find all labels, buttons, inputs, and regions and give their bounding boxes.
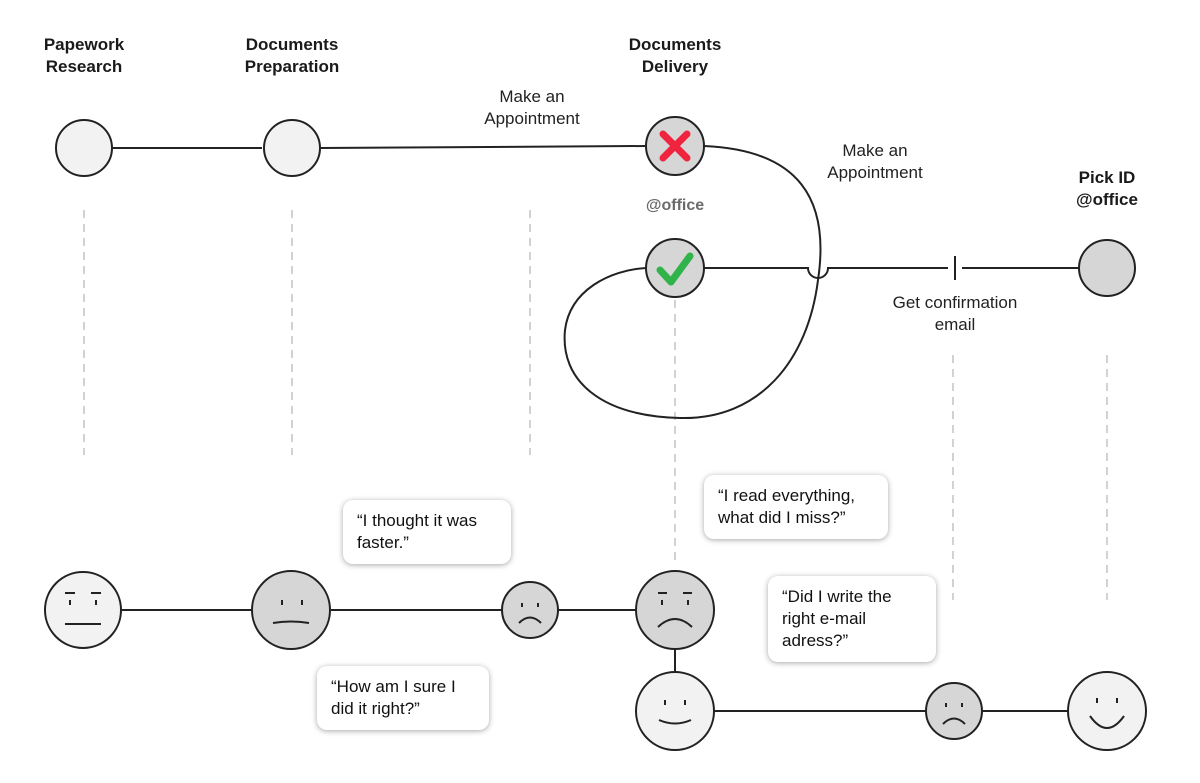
emotion-path — [121, 609, 1068, 712]
path-segment — [704, 267, 948, 279]
x-mark-icon — [659, 130, 691, 162]
smiling-face-icon — [635, 671, 715, 751]
quote-bubble-read: “I read everything, what did I miss?” — [704, 475, 888, 539]
sad-face-icon — [635, 570, 715, 650]
neutral-face-icon — [251, 570, 331, 650]
stage-node-delivery-success — [645, 238, 705, 298]
happy-face-icon — [1067, 671, 1147, 751]
path-segment — [319, 145, 647, 149]
connection-label-appointment: Make an Appointment — [484, 87, 580, 128]
stage-node-pickid — [1078, 239, 1136, 297]
sad-face-icon — [501, 581, 559, 639]
journey-path — [112, 145, 1078, 420]
stage-node-preparation — [263, 119, 321, 177]
check-mark-icon — [656, 252, 694, 286]
stage-title-preparation: Documents Preparation — [244, 35, 340, 76]
stage-title-pickid: Pick ID @office — [1076, 168, 1138, 209]
stage-title-papework: Papework Research — [43, 35, 125, 76]
quote-bubble-faster: “I thought it was faster.” — [343, 500, 511, 564]
connection-label-appointment: Make an Appointment — [827, 141, 923, 182]
stage-node-papework — [55, 119, 113, 177]
neutral-face-icon — [44, 571, 122, 649]
location-label: @office — [645, 197, 705, 214]
quote-bubble-sure: “How am I sure I did it right?” — [317, 666, 489, 730]
emotion-faces — [44, 570, 1147, 751]
connection-label-confirmation: Get confirmation email — [892, 293, 1018, 334]
stage-title-delivery: Documents Delivery — [628, 35, 722, 76]
retry-loop-path — [563, 145, 822, 420]
guide-lines — [83, 210, 1108, 600]
quote-bubble-email: “Did I write the right e-mail adress?” — [768, 576, 936, 662]
sad-face-icon — [925, 682, 983, 740]
